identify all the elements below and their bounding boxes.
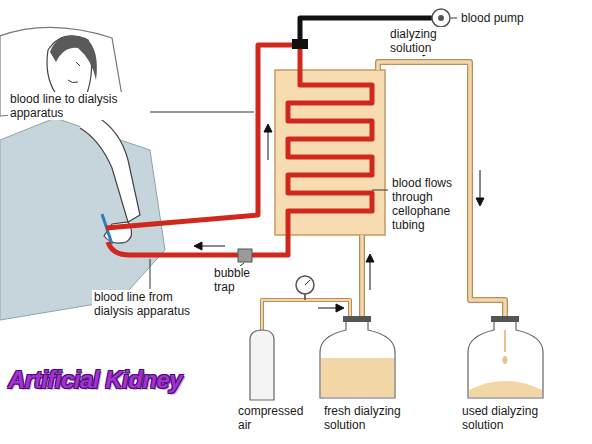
leader-lines — [150, 18, 457, 289]
part-label: blood line from dialysis apparatus — [92, 290, 214, 318]
diagram-title: Artificial Kidney — [8, 366, 182, 394]
patient — [0, 27, 165, 320]
air-cylinder — [250, 330, 274, 400]
used-solution-bottle — [468, 316, 543, 398]
pressure-gauge — [296, 276, 314, 300]
part-label: bubble trap — [212, 266, 264, 294]
part-label: used dialyzing solution — [460, 404, 572, 432]
part-label: blood pump — [459, 11, 551, 25]
blood-lines — [106, 18, 432, 255]
part-label: fresh dialyzing solution — [322, 404, 434, 432]
part-label: blood flows through cellophane tubing — [390, 176, 466, 232]
part-label: compressed air — [236, 404, 316, 432]
blood-pump — [432, 9, 450, 27]
flow-arrows — [194, 48, 484, 312]
bubble-trap — [238, 249, 252, 262]
part-label: dialyzing solution — [388, 27, 454, 55]
fresh-solution-bottle — [320, 316, 395, 398]
part-label: blood line to dialysis apparatus — [8, 92, 150, 120]
